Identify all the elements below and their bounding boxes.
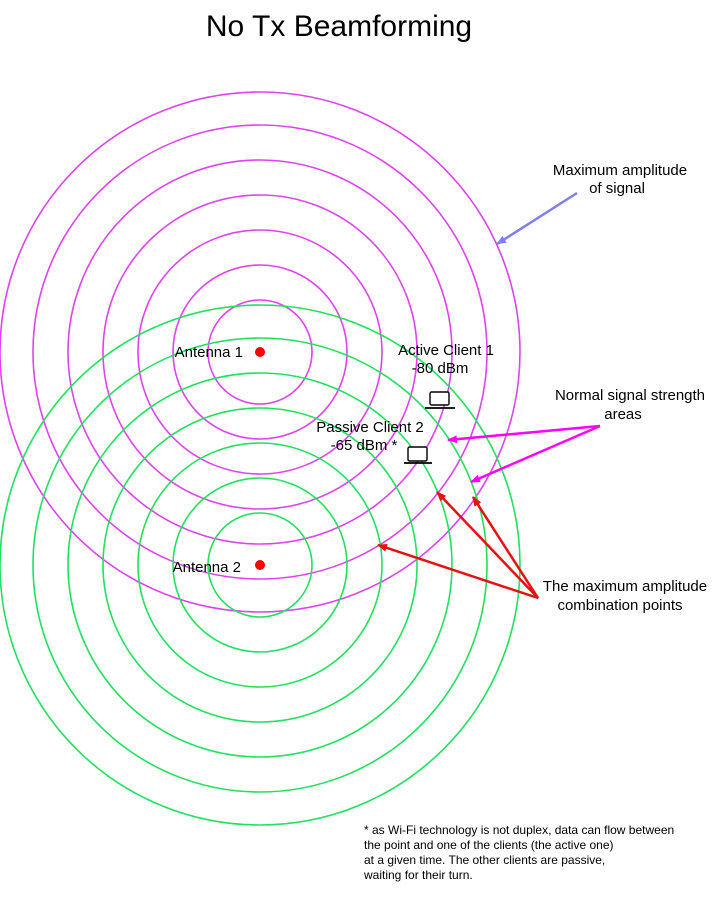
client-2-signal: -65 dBm *	[331, 437, 398, 454]
combination-label-line2: combination points	[557, 597, 682, 614]
max-amplitude-label-line2: of signal	[589, 180, 645, 197]
antenna-1-ring	[32, 124, 488, 580]
antenna-1-wave-rings	[0, 91, 521, 613]
combination-label-line1: The maximum amplitude	[543, 578, 707, 595]
antenna-1-ring	[172, 264, 348, 440]
normal-strength-arrow	[470, 424, 601, 484]
page-title: No Tx Beamforming	[206, 10, 472, 43]
antenna-1-ring	[67, 159, 453, 545]
antenna-2-ring	[172, 477, 348, 653]
laptop-icon	[404, 446, 432, 464]
client-1-name: Active Client 1	[398, 342, 494, 359]
antenna-2-dot	[255, 560, 265, 570]
antenna-1-ring	[102, 194, 418, 510]
antenna-2-ring	[137, 442, 383, 688]
combination-arrow	[471, 496, 540, 599]
footnote-line-3: at a given time. The other clients are p…	[364, 853, 605, 867]
antenna-2-ring	[67, 372, 453, 758]
antenna-2-ring	[0, 304, 521, 826]
combination-arrow	[377, 543, 539, 600]
antenna-1-ring	[207, 299, 313, 405]
antenna-2-ring	[32, 337, 488, 793]
antenna-2-ring	[102, 407, 418, 723]
antenna-2-label: Antenna 2	[173, 559, 241, 576]
footnote-line-1: * as Wi-Fi technology is not duplex, dat…	[364, 823, 674, 837]
combination-arrow	[436, 491, 539, 599]
client-1-signal: -80 dBm	[412, 360, 469, 377]
antenna-2-ring	[207, 512, 313, 618]
antenna-1-label: Antenna 1	[175, 344, 243, 361]
antenna-2-wave-rings	[0, 304, 521, 826]
antenna-1-ring	[137, 229, 383, 475]
normal-strength-label-line1: Normal signal strength	[555, 387, 705, 404]
max-amplitude-label-line1: Maximum amplitude	[553, 162, 687, 179]
normal-strength-label-line2: areas	[604, 406, 642, 423]
antenna-1-ring	[0, 91, 521, 613]
laptop-icon	[425, 391, 455, 409]
normal-strength-arrow	[447, 424, 601, 444]
footnote-line-4: waiting for their turn.	[363, 868, 473, 882]
footnote-line-2: the point and one of the clients (the ac…	[364, 838, 614, 852]
max-amplitude-arrow	[496, 191, 578, 246]
antenna-1-dot	[255, 347, 265, 357]
client-2-name: Passive Client 2	[316, 419, 424, 436]
